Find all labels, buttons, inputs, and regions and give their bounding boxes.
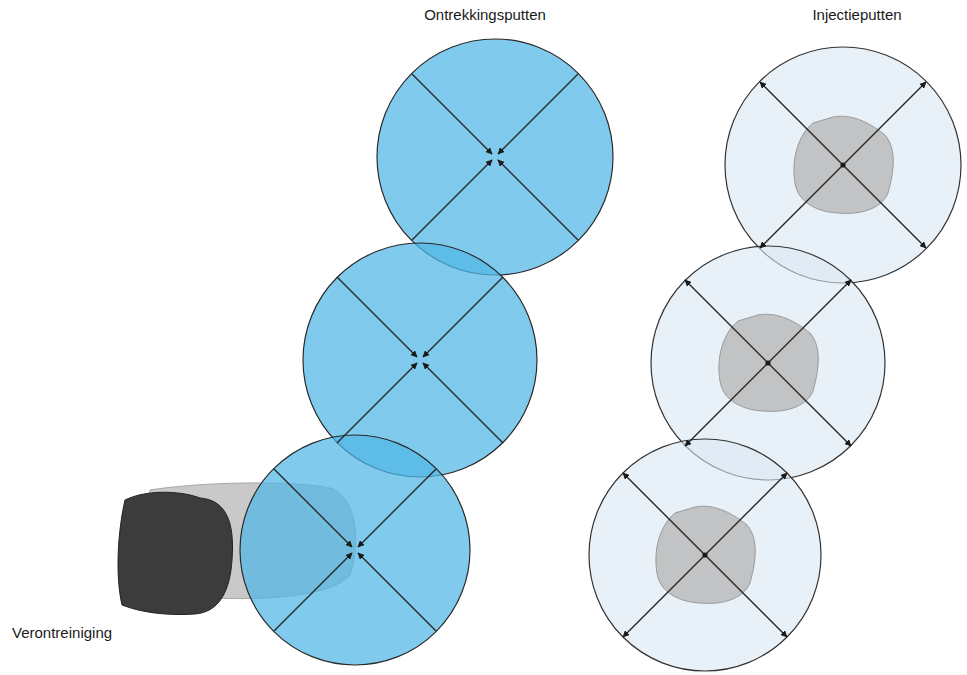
flow-arrow (768, 280, 851, 363)
well-point (840, 162, 845, 167)
flow-arrow (498, 160, 578, 240)
injection-zone (651, 246, 885, 480)
extraction-wells (240, 39, 613, 665)
flow-arrow (498, 74, 578, 154)
flow-arrow (623, 555, 705, 637)
injection-zone (589, 439, 821, 671)
flow-arrow (705, 473, 787, 555)
flow-arrow (274, 553, 352, 631)
flow-arrow (423, 277, 503, 357)
column-heading: Injectieputten (812, 6, 901, 24)
flow-arrow (623, 473, 705, 555)
flow-arrow (760, 82, 843, 165)
flow-arrow (423, 363, 503, 443)
injection-wells (589, 47, 961, 671)
extraction-zone (303, 243, 537, 477)
flow-arrow (412, 160, 492, 240)
contamination-source (118, 492, 233, 614)
flow-arrow (412, 74, 492, 154)
flow-arrow (843, 165, 926, 248)
flow-arrow (274, 469, 352, 547)
injection-zone (725, 47, 961, 283)
extraction-zone (240, 435, 470, 665)
flow-arrow (685, 363, 768, 446)
flow-arrow (768, 363, 851, 446)
flow-arrow (358, 469, 436, 547)
well-point (765, 360, 770, 365)
flow-arrow (705, 555, 787, 637)
flow-arrow (358, 553, 436, 631)
extraction-zone (377, 39, 613, 275)
flow-arrow (843, 82, 926, 165)
well-point (702, 552, 707, 557)
flow-arrow (685, 280, 768, 363)
flow-arrow (337, 363, 417, 443)
flow-arrow (337, 277, 417, 357)
contamination-label: Verontreiniging (12, 624, 112, 642)
column-heading: Ontrekkingsputten (424, 6, 546, 24)
flow-arrow (760, 165, 843, 248)
